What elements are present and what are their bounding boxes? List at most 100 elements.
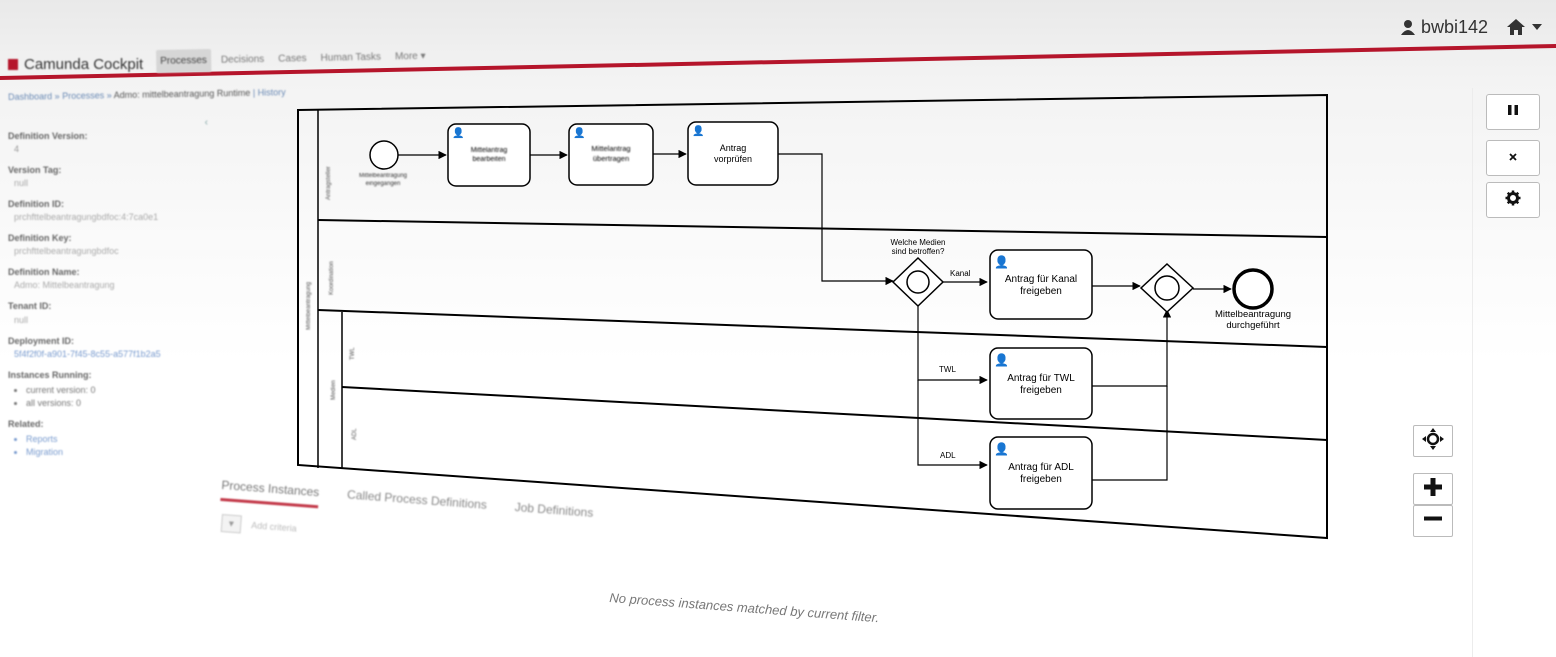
inclusive-gateway-merge[interactable] bbox=[1139, 262, 1195, 314]
home-menu[interactable] bbox=[1506, 18, 1542, 36]
field-value: prchfttelbeantragungbdfoc:4:7ca0e1 bbox=[14, 212, 159, 223]
close-icon bbox=[1508, 149, 1518, 167]
panel-divider bbox=[1472, 88, 1473, 657]
related-links: Related: Reports Migration bbox=[8, 418, 208, 459]
field-value: null bbox=[14, 178, 29, 189]
lane-divider bbox=[317, 309, 1328, 348]
brand-title: Camunda Cockpit bbox=[24, 56, 144, 73]
definition-sidebar: ‹ Definition Version: 4 Version Tag: nul… bbox=[8, 117, 208, 459]
user-menu[interactable]: bwbi142 bbox=[1400, 17, 1488, 38]
field-label: Tenant ID: bbox=[8, 301, 52, 312]
start-event[interactable] bbox=[369, 140, 399, 170]
field-label: Definition Name: bbox=[8, 267, 80, 278]
user-task-icon: 👤 bbox=[573, 126, 585, 139]
reports-link[interactable]: Reports bbox=[26, 433, 208, 446]
sequence-flow bbox=[1092, 309, 1172, 387]
lane-label: ADL bbox=[352, 428, 358, 440]
home-icon bbox=[1506, 18, 1526, 36]
field-label: Definition Key: bbox=[8, 233, 72, 244]
field-value: 4 bbox=[14, 144, 20, 155]
field-value: null bbox=[14, 314, 29, 325]
end-event-label: durchgeführt bbox=[1226, 320, 1280, 331]
field-label: Related: bbox=[8, 418, 44, 429]
task-mittelantrag-bearbeiten[interactable]: 👤 Mittelantrag bearbeiten bbox=[447, 123, 531, 187]
gateway-label: Welche Medien bbox=[891, 238, 946, 247]
pause-icon bbox=[1507, 103, 1519, 121]
crosshair-icon bbox=[1422, 427, 1444, 455]
sequence-flow bbox=[778, 153, 894, 286]
reset-zoom-button[interactable] bbox=[1413, 425, 1453, 457]
lane-label: Medien bbox=[331, 380, 337, 400]
task-antrag-vorpruefen[interactable]: 👤 Antrag vorprüfen bbox=[687, 121, 779, 186]
field-value: prchfttelbeantragungbdfoc bbox=[14, 246, 119, 257]
brand[interactable]: Camunda Cockpit bbox=[8, 56, 143, 73]
filter-input[interactable]: Add criteria bbox=[250, 520, 298, 534]
field-definition-name: Definition Name: Admo: Mittelbeantragung bbox=[8, 266, 208, 292]
task-label: bearbeiten bbox=[472, 156, 505, 163]
task-label: Antrag für Kanal bbox=[1005, 274, 1077, 285]
field-label: Definition Version: bbox=[8, 131, 88, 141]
task-label: Antrag für TWL bbox=[1007, 373, 1075, 384]
inclusive-gateway-split[interactable] bbox=[891, 256, 945, 308]
flow-label-kanal: Kanal bbox=[950, 269, 971, 278]
field-label: Version Tag: bbox=[8, 165, 62, 176]
field-definition-id: Definition ID: prchfttelbeantragungbdfoc… bbox=[8, 198, 208, 224]
start-event-label: eingegangen bbox=[366, 181, 401, 187]
lane-label: TWL bbox=[350, 347, 356, 360]
end-event-label: Mittelbeantragung bbox=[1215, 309, 1291, 320]
header-accent-line bbox=[0, 44, 1556, 80]
user-task-icon: 👤 bbox=[994, 255, 1009, 269]
list-item: all versions: 0 bbox=[26, 397, 208, 410]
task-antrag-adl-freigeben[interactable]: 👤 Antrag für ADL freigeben bbox=[989, 436, 1093, 510]
sequence-flow bbox=[1092, 386, 1168, 481]
gear-icon bbox=[1505, 190, 1521, 211]
task-mittelantrag-uebertragen[interactable]: 👤 Mittelantrag übertragen bbox=[568, 123, 654, 186]
flow-label-adl: ADL bbox=[940, 451, 956, 460]
minus-icon bbox=[1423, 509, 1443, 534]
collapse-sidebar-icon[interactable]: ‹ bbox=[204, 117, 208, 128]
user-task-icon: 👤 bbox=[452, 126, 464, 139]
user-task-icon: 👤 bbox=[994, 353, 1009, 367]
task-label: Mittelantrag bbox=[591, 144, 630, 153]
field-value: Admo: Mittelbeantragung bbox=[14, 280, 115, 291]
task-label: freigeben bbox=[1020, 474, 1062, 485]
start-event-label: Mittelbeantragung bbox=[359, 173, 407, 179]
task-antrag-kanal-freigeben[interactable]: 👤 Antrag für Kanal freigeben bbox=[989, 249, 1093, 320]
user-icon bbox=[1400, 19, 1416, 35]
field-label: Definition ID: bbox=[8, 199, 64, 210]
field-tenant-id: Tenant ID: null bbox=[8, 300, 208, 326]
user-task-icon: 👤 bbox=[994, 442, 1009, 456]
zoom-in-button[interactable] bbox=[1413, 473, 1453, 505]
user-task-icon: 👤 bbox=[692, 124, 704, 137]
task-label: übertragen bbox=[593, 154, 629, 163]
migration-link[interactable]: Migration bbox=[26, 446, 208, 459]
filter-dropdown-button[interactable]: ▾ bbox=[220, 514, 242, 534]
flow-label-twl: TWL bbox=[939, 365, 956, 374]
zoom-out-button[interactable] bbox=[1413, 505, 1453, 537]
sequence-flow bbox=[917, 380, 988, 470]
lane-label: Antragsteller bbox=[326, 166, 332, 200]
instances-running: Instances Running: current version: 0 al… bbox=[8, 369, 208, 410]
task-antrag-twl-freigeben[interactable]: 👤 Antrag für TWL freigeben bbox=[989, 347, 1093, 420]
gateway-label: sind betroffen? bbox=[892, 247, 945, 256]
camunda-logo bbox=[8, 59, 18, 70]
deployment-link[interactable]: 5f4f2f0f-a901-7f45-8c55-a577f1b2a5 bbox=[14, 348, 161, 359]
cancel-button[interactable] bbox=[1486, 140, 1540, 176]
task-label: freigeben bbox=[1020, 385, 1062, 396]
field-deployment-id: Deployment ID: 5f4f2f0f-a901-7f45-8c55-a… bbox=[8, 335, 208, 361]
settings-button[interactable] bbox=[1486, 182, 1540, 218]
pause-button[interactable] bbox=[1486, 94, 1540, 130]
lane-divider bbox=[341, 386, 1328, 441]
pool-outline bbox=[297, 93, 1328, 540]
plus-icon bbox=[1423, 477, 1443, 502]
field-label: Deployment ID: bbox=[8, 335, 75, 346]
end-event[interactable] bbox=[1232, 268, 1274, 310]
lane-label: Mittelbeantragung bbox=[306, 282, 312, 330]
username: bwbi142 bbox=[1420, 16, 1488, 37]
field-definition-version: Definition Version: 4 bbox=[8, 130, 208, 156]
task-label: freigeben bbox=[1020, 286, 1062, 297]
list-item: current version: 0 bbox=[26, 384, 208, 397]
task-label: Antrag bbox=[720, 143, 747, 153]
